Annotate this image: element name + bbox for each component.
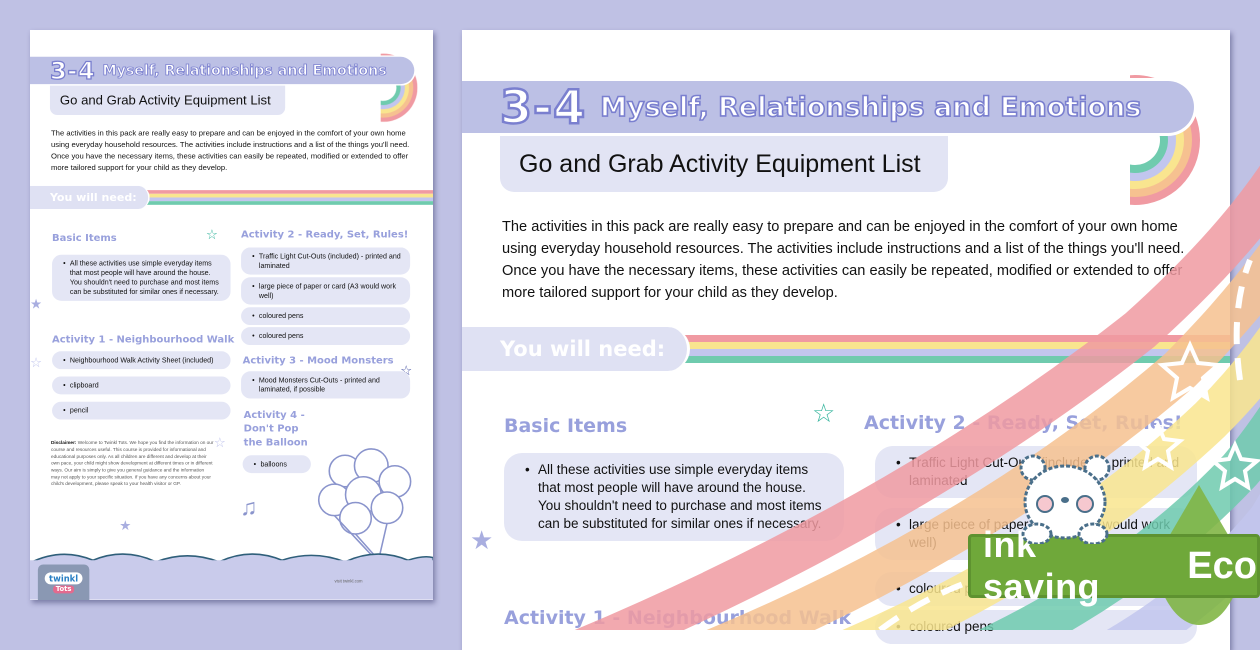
- you-will-need-label: You will need:: [30, 185, 150, 210]
- visit-link[interactable]: visit twinkl.com: [334, 578, 363, 584]
- page-thumbnail[interactable]: 3-4 Myself, Relationships and Emotions G…: [30, 30, 433, 600]
- footer: [30, 560, 433, 600]
- disclaimer: Disclaimer: Welcome to Twinkl Tots. We h…: [51, 439, 214, 487]
- activity1-item: pencil: [52, 401, 231, 420]
- star-icon: ★: [119, 517, 132, 533]
- age-range: 3-4: [499, 79, 587, 136]
- basic-item: All these activities use simple everyday…: [504, 453, 844, 541]
- disclaimer-text: Welcome to Twinkl Tots. We hope you find…: [51, 440, 214, 487]
- title-bar: 3-4 Myself, Relationships and Emotions: [462, 78, 1197, 136]
- disclaimer-label: Disclaimer:: [51, 440, 77, 446]
- intro-paragraph: The activities in this pack are really e…: [502, 219, 1185, 301]
- activity2-item: coloured pens: [241, 307, 411, 326]
- age-range: 3-4: [49, 56, 96, 86]
- you-will-need-label: You will need:: [462, 327, 690, 371]
- doc-subtitle: Go and Grab Activity Equipment List: [49, 85, 286, 116]
- rainbow-stripes: [145, 186, 433, 209]
- basic-items-heading: Basic Items: [504, 415, 628, 437]
- doc-title: Myself, Relationships and Emotions: [599, 91, 1142, 124]
- doc-subtitle: Go and Grab Activity Equipment List: [500, 136, 948, 192]
- basic-item: All these activities use simple everyday…: [52, 254, 231, 301]
- star-icon: ★: [30, 295, 43, 312]
- logo-text: twinkl: [44, 572, 83, 585]
- activity2-item: Traffic Light Cut-Outs (included) - prin…: [875, 446, 1197, 498]
- star-icon: ☆: [30, 354, 43, 371]
- logo-subtext: Tots: [53, 585, 75, 594]
- title-bar: 3-4 Myself, Relationships and Emotions: [30, 55, 416, 86]
- activity2-heading: Activity 2 - Ready, Set, Rules!: [241, 228, 409, 240]
- doc-title: Myself, Relationships and Emotions: [102, 62, 387, 79]
- activity1-heading: Activity 1 - Neighbourhood Walk: [52, 333, 235, 345]
- star-icon: ☆: [812, 398, 836, 428]
- basic-items-heading: Basic Items: [52, 232, 117, 244]
- eco-label: Eco: [1187, 544, 1257, 587]
- balloons-illustration: [317, 448, 412, 559]
- music-note-icon: ♫: [239, 494, 258, 521]
- star-icon: ☆: [213, 434, 226, 450]
- ink-saving-badge[interactable]: ink saving Eco: [968, 524, 1260, 607]
- star-icon: ☆: [205, 226, 219, 243]
- activity1-item: clipboard: [52, 376, 231, 395]
- activity3-heading: Activity 3 - Mood Monsters: [242, 354, 394, 366]
- you-will-need-bar: You will need:: [462, 327, 1230, 371]
- activity1-heading: Activity 1 - Neighbourhood Walk: [504, 607, 851, 629]
- activity2-item: large piece of paper or card (A3 would w…: [241, 277, 411, 305]
- activity4-heading: Activity 4 - Don't Pop the Balloon: [243, 409, 308, 448]
- activity2-item: Traffic Light Cut-Outs (included) - prin…: [241, 247, 411, 275]
- twinkl-tots-logo[interactable]: twinkl Tots: [37, 564, 90, 600]
- activity3-item: Mood Monsters Cut-Outs - printed and lam…: [241, 371, 411, 399]
- ink-saving-label: ink saving: [983, 524, 1101, 607]
- activity2-item: coloured pens: [875, 610, 1197, 644]
- activity2-heading: Activity 2 - Ready, Set, Rules!: [864, 412, 1183, 434]
- activity2-item: coloured pens: [241, 327, 411, 345]
- activity4-item: balloons: [242, 455, 311, 474]
- star-icon: ★: [470, 525, 494, 555]
- rainbow-stripes: [682, 327, 1230, 371]
- activity1-item: Neighbourhood Walk Activity Sheet (inclu…: [52, 351, 231, 370]
- intro-paragraph: The activities in this pack are really e…: [51, 129, 410, 173]
- you-will-need-bar: You will need:: [30, 185, 433, 210]
